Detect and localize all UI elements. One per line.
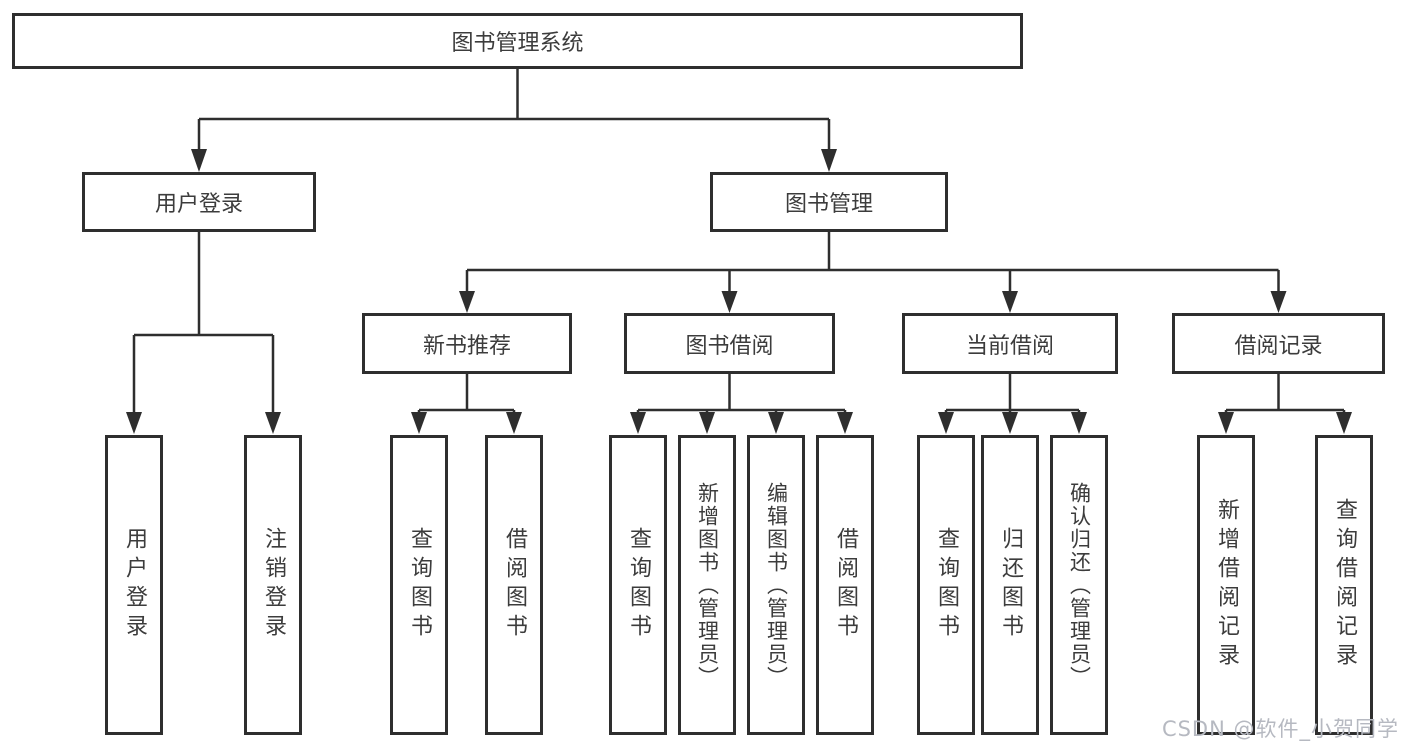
arrowhead-down-icon xyxy=(1218,412,1234,434)
arrowhead-down-icon xyxy=(721,291,738,313)
arrowhead-down-icon xyxy=(630,412,646,434)
connector-book-mgmt xyxy=(465,232,1280,292)
arrowhead-down-icon xyxy=(191,149,207,172)
arrowhead-down-icon xyxy=(1071,412,1087,434)
arrowhead-down-icon xyxy=(126,412,142,434)
node-current-borrow: 当前借阅 xyxy=(902,313,1118,374)
leaf-label: 借阅图书 xyxy=(502,527,527,643)
arrowhead-down-icon xyxy=(821,149,837,172)
leaf-query-borrow-record: 查询借阅记录 xyxy=(1315,435,1373,735)
arrowhead-down-icon xyxy=(1002,291,1018,313)
leaf-query-books: 查询图书 xyxy=(609,435,667,735)
leaf-query-books: 查询图书 xyxy=(390,435,448,735)
arrowhead-down-icon xyxy=(699,412,715,434)
arrowhead-down-icon xyxy=(1270,291,1287,313)
connector-new-books xyxy=(417,374,516,414)
connector-user-login xyxy=(132,232,275,412)
leaf-label: 编辑图书（管理员） xyxy=(764,481,789,689)
arrowhead-down-icon xyxy=(1002,412,1018,434)
leaf-confirm-return-admin: 确认归还（管理员） xyxy=(1050,435,1108,735)
leaf-label: 查询图书 xyxy=(626,527,651,643)
node-label: 用户登录 xyxy=(154,192,243,217)
leaf-label: 查询图书 xyxy=(934,527,959,643)
node-new-book-recommend: 新书推荐 xyxy=(362,313,572,374)
node-label: 图书管理系统 xyxy=(451,31,584,56)
leaf-label: 查询图书 xyxy=(407,527,432,643)
connector-current-borrow xyxy=(944,374,1081,414)
node-book-management: 图书管理 xyxy=(710,172,948,232)
leaf-add-borrow-record: 新增借阅记录 xyxy=(1197,435,1255,735)
leaf-label: 用户登录 xyxy=(122,527,147,643)
arrowhead-down-icon xyxy=(1336,412,1352,434)
leaf-label: 查询借阅记录 xyxy=(1332,498,1357,672)
connector-book-borrow xyxy=(636,374,847,414)
csdn-watermark: CSDN @软件_小贺同学 xyxy=(1161,717,1399,741)
arrowhead-down-icon xyxy=(411,412,427,434)
connector-root xyxy=(197,69,831,150)
arrowhead-down-icon xyxy=(265,412,281,434)
leaf-logout: 注销登录 xyxy=(244,435,302,735)
arrowhead-down-icon xyxy=(768,412,784,434)
node-label: 图书借阅 xyxy=(685,333,774,359)
leaf-return-books: 归还图书 xyxy=(981,435,1039,735)
leaf-query-books: 查询图书 xyxy=(917,435,975,735)
leaf-edit-books-admin: 编辑图书（管理员） xyxy=(747,435,805,735)
node-book-borrow: 图书借阅 xyxy=(624,313,835,374)
node-label: 新书推荐 xyxy=(422,333,511,359)
leaf-borrow-books: 借阅图书 xyxy=(816,435,874,735)
leaf-label: 归还图书 xyxy=(998,527,1023,643)
leaf-label: 借阅图书 xyxy=(833,527,858,643)
node-label: 当前借阅 xyxy=(965,333,1054,359)
connector-borrow-records xyxy=(1224,374,1346,414)
arrowhead-down-icon xyxy=(459,291,475,313)
leaf-label: 新增借阅记录 xyxy=(1214,498,1239,672)
node-label: 借阅记录 xyxy=(1234,333,1323,359)
leaf-label: 新增图书（管理员） xyxy=(695,481,720,689)
leaf-borrow-books: 借阅图书 xyxy=(485,435,543,735)
node-label: 图书管理 xyxy=(784,192,873,217)
arrowhead-down-icon xyxy=(837,412,853,434)
leaf-label: 注销登录 xyxy=(261,527,286,643)
arrowhead-down-icon xyxy=(938,412,954,434)
leaf-add-books-admin: 新增图书（管理员） xyxy=(678,435,736,735)
leaf-user-login: 用户登录 xyxy=(105,435,163,735)
leaf-label: 确认归还（管理员） xyxy=(1067,481,1092,689)
node-user-login: 用户登录 xyxy=(82,172,316,232)
node-borrow-records: 借阅记录 xyxy=(1172,313,1385,374)
node-root-system: 图书管理系统 xyxy=(12,13,1023,69)
arrowhead-down-icon xyxy=(506,412,522,434)
